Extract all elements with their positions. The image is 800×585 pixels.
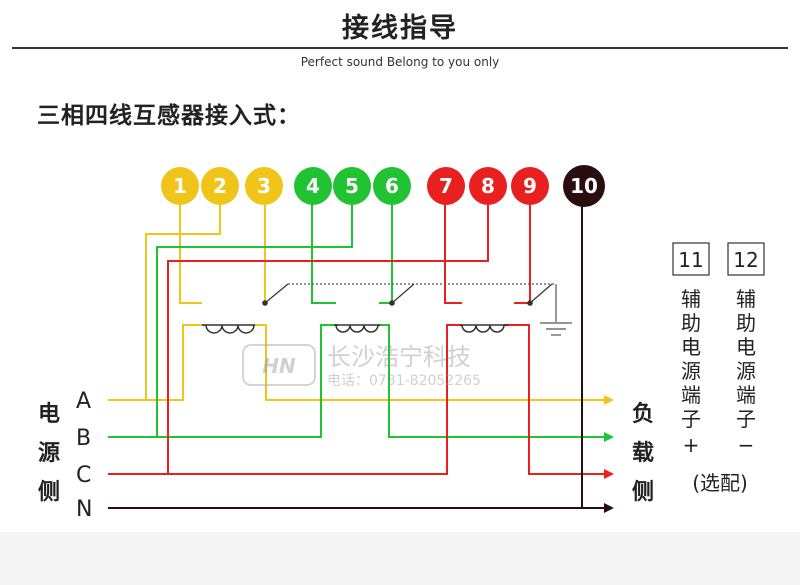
aux-text-column-12: 辅 助 电 源 端 子 − <box>736 287 756 457</box>
terminal-8: 8 <box>469 167 507 205</box>
ct-phase-a <box>202 324 255 334</box>
footer-band <box>0 532 800 585</box>
svg-text:端: 端 <box>736 383 756 407</box>
terminal-8-label: 8 <box>481 174 495 198</box>
phase-b-wiring <box>108 200 614 442</box>
wire-terminal-4 <box>311 200 336 304</box>
phase-label-c: C <box>76 463 91 488</box>
svg-text:源: 源 <box>736 359 756 383</box>
terminal-3-label: 3 <box>257 174 271 198</box>
section-heading: 三相四线互感器接入式： <box>37 103 301 129</box>
neutral-wiring <box>108 200 614 513</box>
svg-text:辅: 辅 <box>736 287 756 311</box>
svg-text:端: 端 <box>681 383 701 407</box>
wire-terminal-5 <box>156 200 353 437</box>
load-side-char-1: 负 <box>632 402 654 427</box>
terminal-1-label: 1 <box>173 174 187 198</box>
phase-label-a: A <box>76 389 91 414</box>
load-side-char-3: 侧 <box>632 480 654 505</box>
terminal-7: 7 <box>427 167 465 205</box>
terminal-2-label: 2 <box>213 174 227 198</box>
aux-plus-sign: + <box>683 433 700 457</box>
phase-c-load-line <box>504 324 614 479</box>
grounding-bus <box>288 283 572 336</box>
title-divider <box>12 47 788 49</box>
phase-a-load-line <box>253 324 614 405</box>
svg-text:辅: 辅 <box>681 287 701 311</box>
aux-terminal-12: 12 <box>727 242 765 276</box>
watermark-logo: HN <box>262 354 296 378</box>
terminal-2: 2 <box>201 167 239 205</box>
aux-minus-sign: − <box>738 433 755 457</box>
watermark: HN 长沙浩宁科技 电话：0731-82052265 <box>242 343 481 389</box>
svg-text:子: 子 <box>736 407 756 431</box>
svg-text:子: 子 <box>681 407 701 431</box>
aux-terminal-11: 11 <box>672 242 710 276</box>
wire-terminal-2 <box>145 200 221 400</box>
phase-label-b: B <box>76 426 91 451</box>
source-side-char-1: 电 <box>38 402 60 427</box>
page-title: 接线指导 <box>342 13 458 44</box>
phase-b-load-line <box>378 324 614 442</box>
wire-terminal-1 <box>179 200 202 304</box>
terminal-9: 9 <box>511 167 549 205</box>
page-subtitle: Perfect sound Belong to you only <box>300 55 500 69</box>
phase-c-source-line <box>108 324 462 475</box>
source-side-char-3: 侧 <box>38 480 60 505</box>
load-side-char-2: 载 <box>632 440 654 466</box>
source-side-char-2: 源 <box>38 441 60 466</box>
phase-c-wiring <box>108 200 614 479</box>
watermark-phone: 电话：0731-82052265 <box>327 373 481 389</box>
terminal-10: 10 <box>563 165 605 207</box>
svg-text:助: 助 <box>681 311 701 335</box>
terminal-9-label: 9 <box>523 174 537 198</box>
terminal-10-label: 10 <box>570 174 598 198</box>
terminal-4-label: 4 <box>306 174 320 198</box>
svg-text:助: 助 <box>736 311 756 335</box>
phase-label-n: N <box>76 497 92 522</box>
ct-phase-b <box>334 324 380 333</box>
terminal-3: 3 <box>245 167 283 205</box>
svg-text:电: 电 <box>681 335 701 359</box>
optional-note: (选配) <box>692 471 748 495</box>
svg-text:源: 源 <box>681 359 701 383</box>
ct-shorting-switches <box>262 283 553 306</box>
svg-text:电: 电 <box>736 335 756 359</box>
ct-phase-c <box>460 324 508 333</box>
terminal-7-label: 7 <box>439 174 453 198</box>
phase-b-source-line <box>108 324 338 438</box>
terminal-6: 6 <box>373 167 411 205</box>
terminal-5-label: 5 <box>345 174 359 198</box>
aux-text-column-11: 辅 助 电 源 端 子 + <box>681 287 701 457</box>
aux-terminal-12-label: 12 <box>733 248 758 272</box>
wire-terminal-9 <box>514 200 531 304</box>
wire-terminal-7 <box>444 200 462 304</box>
aux-terminal-11-label: 11 <box>678 248 703 272</box>
wire-terminal-6 <box>379 200 393 304</box>
terminal-6-label: 6 <box>385 174 399 198</box>
wire-terminal-8 <box>167 200 489 474</box>
terminal-1: 1 <box>161 167 199 205</box>
watermark-company: 长沙浩宁科技 <box>327 343 471 371</box>
terminal-4: 4 <box>294 167 332 205</box>
phase-a-wiring <box>108 200 614 405</box>
terminal-5: 5 <box>333 167 371 205</box>
